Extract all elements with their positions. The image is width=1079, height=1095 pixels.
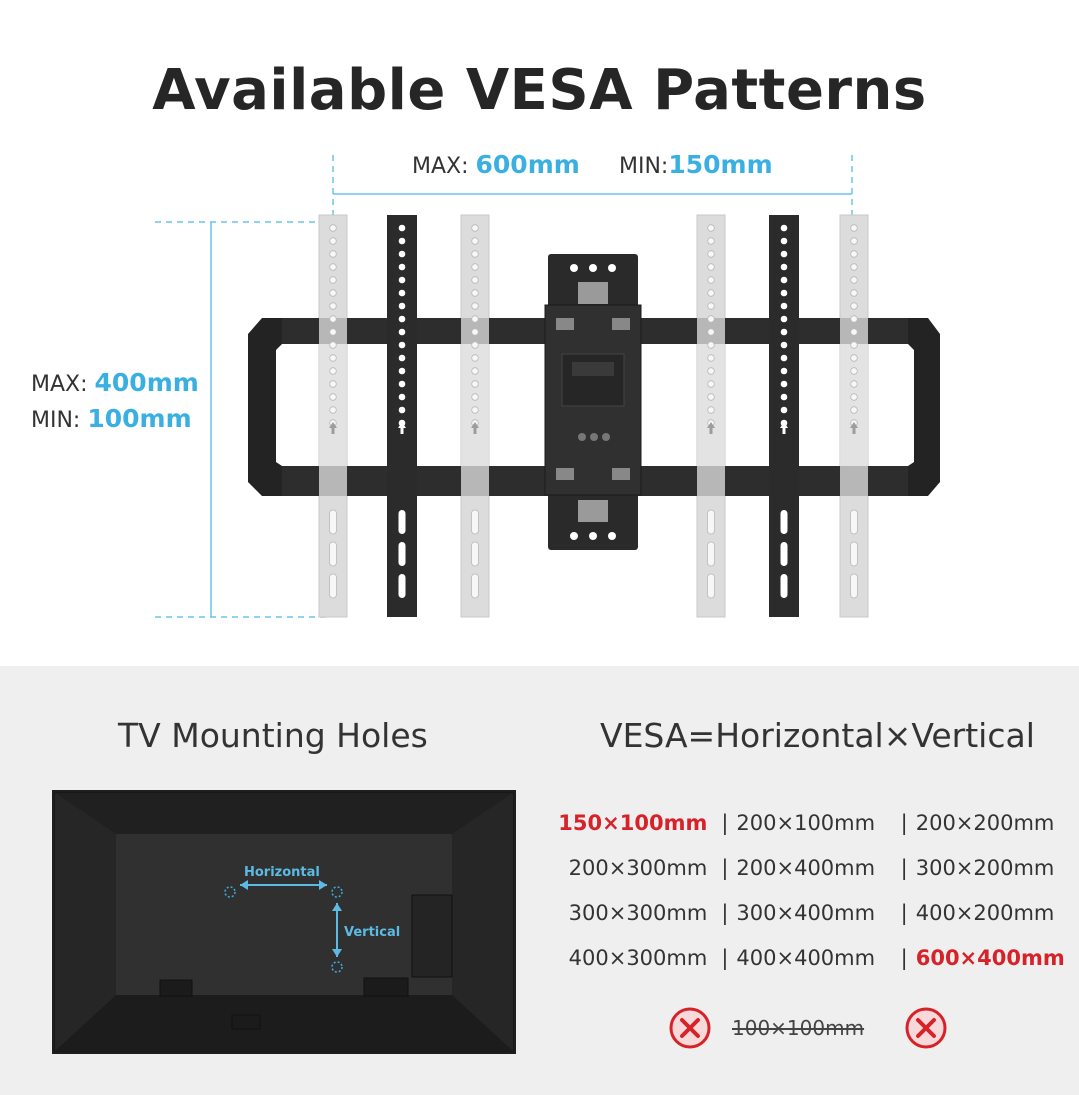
vesa-row: 300×300mm |300×400mm |400×200mm [530,890,1070,935]
not-supported-icon [905,1007,947,1049]
vesa-pattern: 300×200mm [915,855,1055,880]
vertical-max-label: MAX: [31,372,88,397]
vesa-pattern: 200×100mm [736,810,876,835]
vesa-pattern: 200×300mm [568,855,708,880]
vesa-row: 400×300mm |400×400mm |600×400mm [530,935,1070,980]
tv-holes-title: TV Mounting Holes [118,716,428,755]
vertical-min-value: 100mm [87,404,192,433]
dimension-guides [155,155,853,618]
excluded-pattern: 100×100mm [668,1006,958,1052]
vertical-max-dimension: MAX: 400mm [31,368,199,397]
horizontal-min-label: MIN: [619,154,669,179]
vesa-row: 200×300mm |200×400mm |300×200mm [530,845,1070,890]
horizontal-label: Horizontal [244,865,320,880]
vesa-pattern-min: 150×100mm [558,810,708,835]
vesa-formula-title: VESA=Horizontal×Vertical [600,716,1035,755]
vesa-pattern-max: 600×400mm [915,945,1065,970]
vertical-min-dimension: MIN: 100mm [31,404,192,433]
page-title: Available VESA Patterns [152,58,927,123]
vesa-row: 150×100mm |200×100mm |200×200mm [530,800,1070,845]
tv-mount-illustration [155,155,940,618]
vesa-pattern: 300×300mm [568,900,708,925]
horizontal-max-dimension: MAX: 600mm [412,150,580,179]
tv-back-illustration: Horizontal Vertical [52,790,516,1054]
vesa-pattern: 400×400mm [736,945,876,970]
vesa-pattern: 200×400mm [736,855,876,880]
vesa-patterns-list: 150×100mm |200×100mm |200×200mm 200×300m… [530,800,1070,980]
horizontal-min-value: 150mm [668,150,773,179]
bracket-holes [329,224,858,599]
vesa-pattern: 300×400mm [736,900,876,925]
not-supported-icon [669,1007,711,1049]
vertical-max-value: 400mm [94,368,199,397]
horizontal-max-value: 600mm [475,150,580,179]
horizontal-max-label: MAX: [412,154,469,179]
vesa-pattern: 200×200mm [915,810,1055,835]
vesa-pattern: 400×200mm [915,900,1055,925]
center-wall-plate [544,254,642,550]
horizontal-min-dimension: MIN:150mm [619,150,773,179]
vesa-pattern: 400×300mm [568,945,708,970]
vertical-min-label: MIN: [31,408,81,433]
vertical-label: Vertical [344,925,400,940]
excluded-pattern-label: 100×100mm [732,1016,865,1040]
